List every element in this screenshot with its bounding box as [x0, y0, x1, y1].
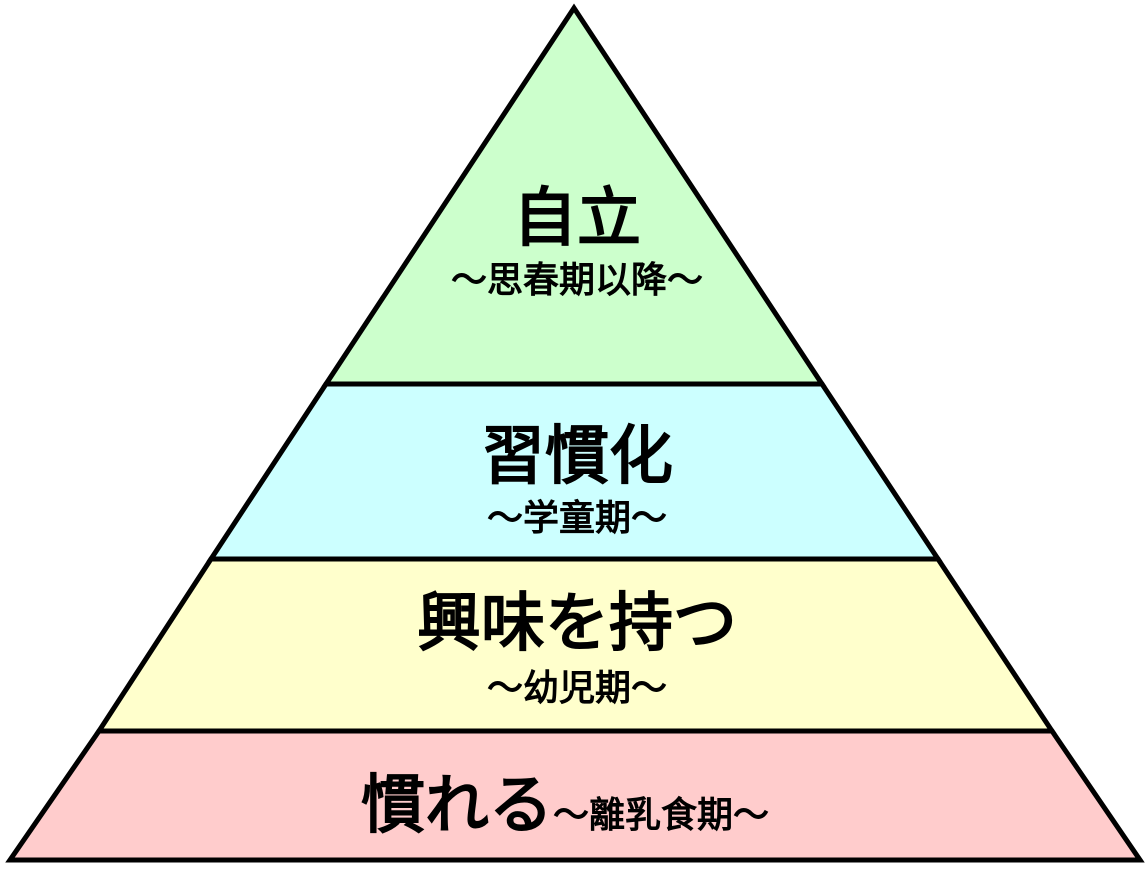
- layer-top-subtitle: ～思春期以降～: [451, 260, 703, 301]
- layer-base-title: 慣れる: [361, 769, 553, 843]
- layer-third-title: 興味を持つ: [417, 587, 737, 661]
- pyramid-layer-base: [5, 728, 1145, 863]
- layer-base-label: 慣れる～離乳食期～: [361, 769, 769, 843]
- layer-top-title: 自立: [513, 182, 641, 256]
- layer-third-subtitle: ～幼児期～: [487, 668, 667, 709]
- layer-second-subtitle: ～学童期～: [487, 497, 667, 539]
- layer-second-title: 習慣化: [481, 420, 673, 494]
- layer-base-subtitle: ～離乳食期～: [553, 795, 769, 836]
